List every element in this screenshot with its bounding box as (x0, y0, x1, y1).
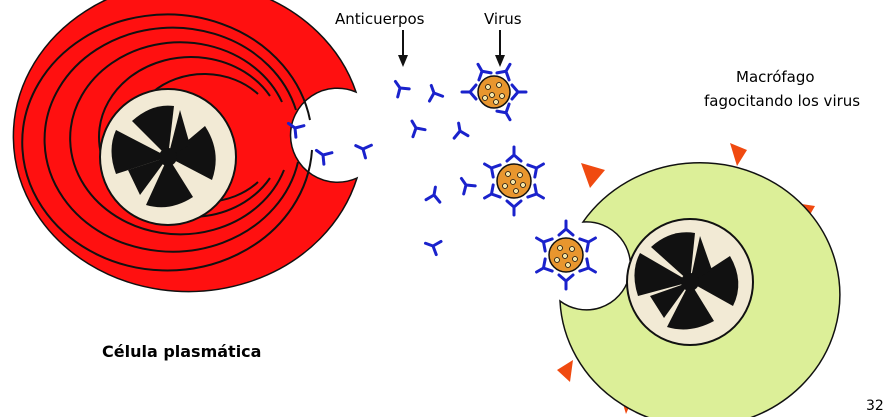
antibody-icon (390, 77, 409, 96)
virus-icon (462, 61, 526, 123)
arrow-down-icon (495, 30, 505, 67)
plasma-nucleus (100, 89, 236, 225)
virus-icon (533, 221, 599, 289)
virus-icon (481, 147, 547, 215)
antibodies-label: Anticuerpos (335, 10, 425, 28)
antibody-icon (426, 186, 442, 202)
antibody-icon (456, 174, 475, 193)
plasma-cell-label: Célula plasmática (102, 342, 261, 361)
arrow-down-icon (398, 30, 408, 67)
macrophage-nucleus (627, 219, 753, 345)
free-antibodies (390, 77, 475, 254)
antibody-icon (452, 122, 468, 138)
macrophage-icon (557, 143, 840, 417)
virus-label: Virus (484, 10, 522, 28)
antibody-icon (406, 118, 425, 137)
antibody-icon (423, 237, 441, 255)
plasma-cell-icon (13, 0, 371, 292)
macrophage-label-line2: fagocitando los virus (704, 92, 860, 110)
antibodies-in-vacuole (284, 118, 371, 164)
page-number: 32 (866, 398, 884, 414)
macrophage-label-line1: Macrófago (736, 68, 815, 86)
antibody-icon (425, 83, 443, 101)
